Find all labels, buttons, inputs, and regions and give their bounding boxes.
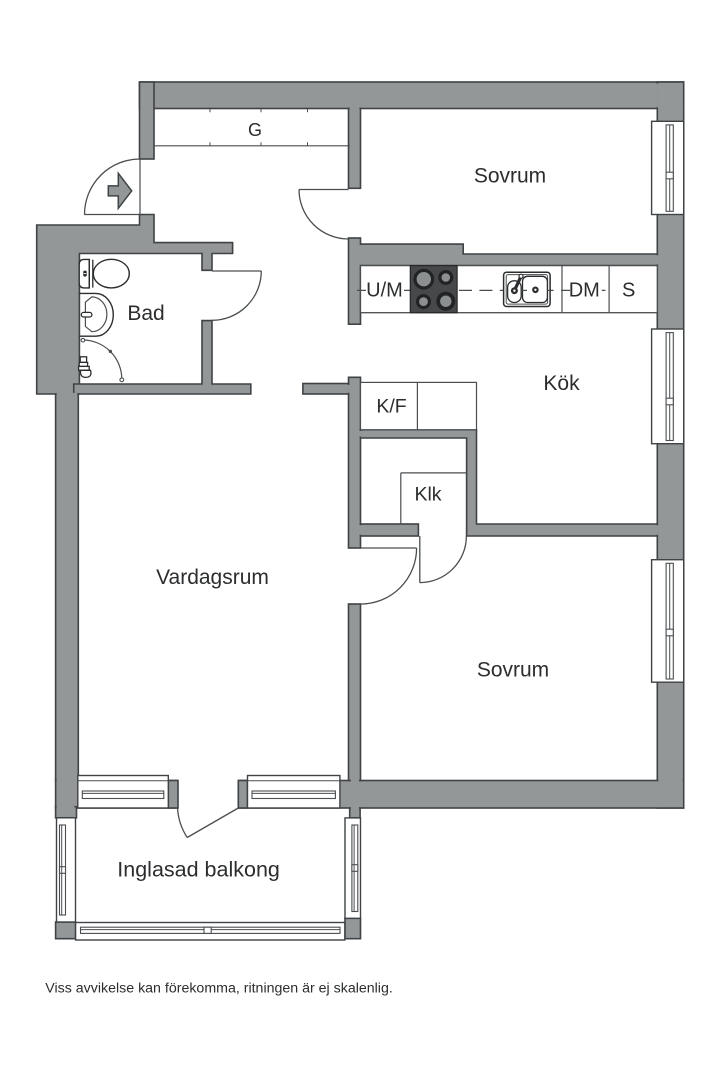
svg-text:Vardagsrum: Vardagsrum [156, 566, 269, 589]
svg-text:Viss avvikelse kan förekomma,: Viss avvikelse kan förekomma, ritningen … [45, 981, 393, 997]
svg-text:Sovrum: Sovrum [474, 165, 546, 188]
svg-text:DM: DM [569, 280, 600, 302]
svg-text:Klk: Klk [414, 484, 441, 506]
svg-text:S: S [622, 280, 635, 302]
svg-text:G: G [248, 120, 262, 140]
svg-text:U/M: U/M [366, 280, 403, 302]
svg-text:Bad: Bad [127, 302, 164, 325]
svg-text:Inglasad balkong: Inglasad balkong [117, 858, 280, 882]
svg-text:Kök: Kök [543, 372, 580, 395]
svg-text:K/F: K/F [376, 396, 406, 418]
svg-text:Sovrum: Sovrum [477, 659, 549, 682]
